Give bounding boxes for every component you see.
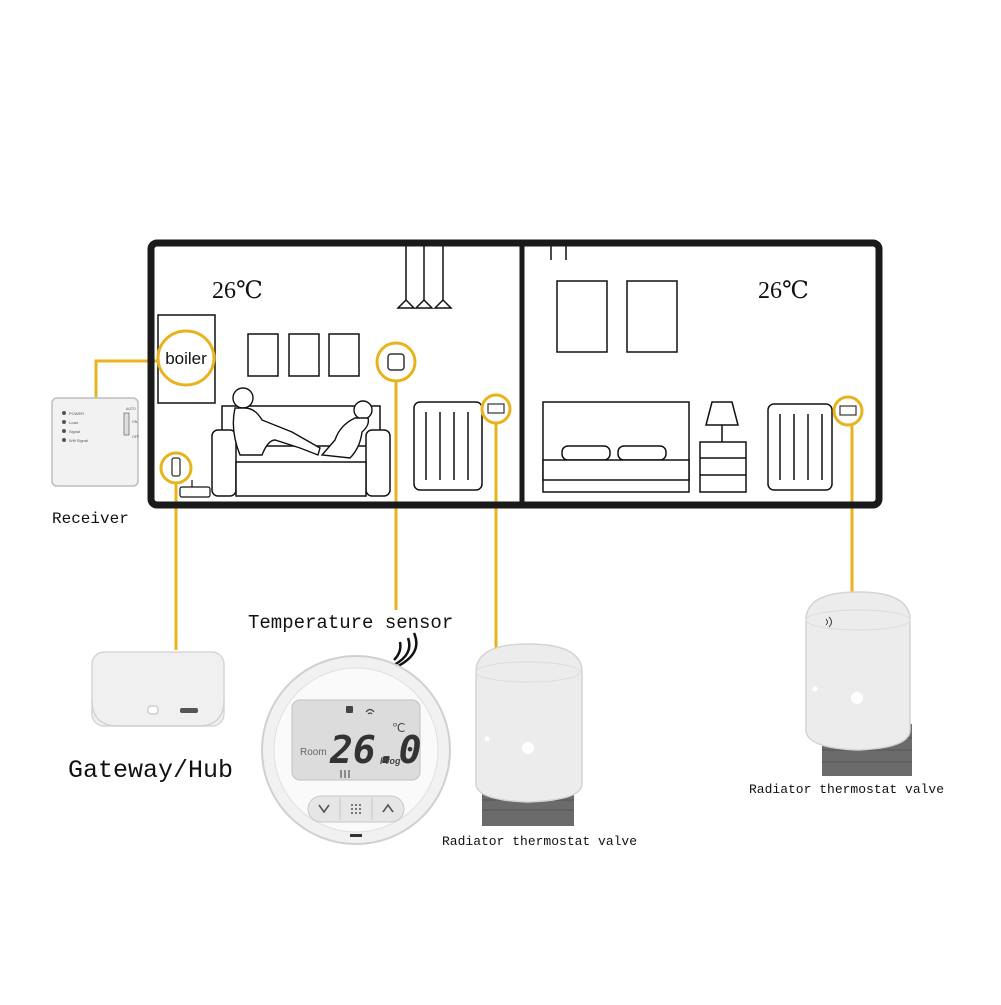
valve-marker-center bbox=[480, 393, 512, 425]
picture-frame bbox=[626, 280, 678, 353]
person-body bbox=[232, 407, 321, 456]
thermostat-buttons bbox=[307, 795, 405, 823]
pillow bbox=[617, 445, 667, 461]
radiator-right bbox=[767, 403, 833, 491]
switch-label: OFF bbox=[132, 435, 139, 439]
wifi-icon bbox=[365, 708, 375, 715]
bed-mattress bbox=[542, 459, 690, 481]
radiator-valve-center bbox=[475, 643, 583, 826]
bed bbox=[542, 401, 690, 493]
menu-grid-icon[interactable] bbox=[351, 804, 361, 814]
valve-body bbox=[475, 643, 583, 803]
pillow bbox=[561, 445, 611, 461]
nightstand-with-lamp bbox=[699, 401, 747, 493]
radiator-left bbox=[413, 401, 483, 491]
receiver-device: POWER Load Signal Wifi Signal AUTO ON OF… bbox=[51, 397, 139, 487]
valve-center-label: Radiator thermostat valve bbox=[442, 834, 638, 849]
right-room-temp: 26℃ bbox=[758, 278, 809, 304]
switch-label: AUTO bbox=[126, 407, 136, 411]
valve-right-label: Radiator thermostat valve bbox=[749, 782, 945, 797]
picture-frame bbox=[328, 333, 360, 377]
radiator-valve-right bbox=[805, 591, 912, 776]
boiler: boiler bbox=[156, 314, 216, 404]
boiler-highlight bbox=[156, 329, 216, 387]
lamp bbox=[705, 401, 739, 426]
receiver-led-label: Wifi Signal bbox=[69, 438, 88, 443]
temperature-sensor-label: Temperature sensor bbox=[248, 612, 454, 634]
boiler-label: boiler bbox=[165, 349, 207, 368]
gateway-label: Gateway/Hub bbox=[68, 756, 234, 785]
valve-indicator-light bbox=[851, 692, 863, 704]
sofa-arm-left bbox=[211, 429, 237, 497]
sensor-icon bbox=[387, 353, 405, 371]
person-head bbox=[232, 387, 254, 409]
valve-marker-right bbox=[832, 395, 864, 427]
chevron-up-icon[interactable] bbox=[382, 803, 394, 813]
door-sensor bbox=[159, 451, 193, 485]
people-illustration bbox=[232, 387, 373, 459]
lock-icon bbox=[346, 706, 353, 713]
boiler-receiver-link bbox=[94, 359, 160, 398]
right-wall-frames bbox=[550, 246, 678, 353]
receiver-switch bbox=[123, 412, 130, 436]
picture-frame bbox=[247, 333, 279, 377]
lcd-screen bbox=[291, 699, 421, 781]
left-room-temp: 26℃ bbox=[212, 278, 263, 304]
door-sensor-icon bbox=[171, 457, 181, 477]
sofa-arm-right bbox=[365, 429, 391, 497]
valve-indicator-light bbox=[522, 742, 534, 754]
person-body bbox=[320, 417, 370, 459]
wall-thermostat: Room 26.0 ℃ Prog bbox=[261, 655, 451, 845]
picture-frame bbox=[556, 280, 608, 353]
lamp-shade bbox=[396, 298, 416, 309]
lcd-prog-label: Prog bbox=[380, 756, 401, 766]
receiver-led-label: Signal bbox=[69, 429, 80, 434]
lamp-shade bbox=[433, 298, 453, 309]
lcd-unit: ℃ bbox=[392, 721, 405, 735]
wifi-icon bbox=[825, 616, 832, 628]
receiver-led-label: Load bbox=[69, 420, 78, 425]
house-outline bbox=[147, 239, 883, 509]
wall-temperature-sensor bbox=[375, 341, 417, 383]
receiver-led-label: POWER bbox=[69, 411, 84, 416]
sofa-seat bbox=[235, 461, 367, 497]
lcd-temperature-reading: 26.0 bbox=[329, 728, 422, 772]
lamp-shade bbox=[414, 298, 434, 309]
nightstand bbox=[699, 441, 747, 493]
wireless-signal-icon bbox=[391, 632, 418, 671]
gateway-hub-device bbox=[91, 651, 225, 727]
pendant-lights bbox=[396, 246, 453, 309]
left-wall-frames bbox=[247, 333, 360, 377]
status-led bbox=[350, 834, 362, 837]
switch-label: ON bbox=[132, 420, 138, 424]
heating-icon bbox=[340, 770, 350, 778]
chevron-down-icon[interactable] bbox=[318, 804, 330, 814]
picture-frame bbox=[288, 333, 320, 377]
lcd-room-label: Room bbox=[300, 747, 327, 758]
receiver-label: Receiver bbox=[52, 510, 129, 528]
router-icon bbox=[179, 480, 211, 498]
house bbox=[147, 239, 883, 509]
valve-body bbox=[805, 591, 911, 751]
person-head bbox=[353, 400, 373, 420]
